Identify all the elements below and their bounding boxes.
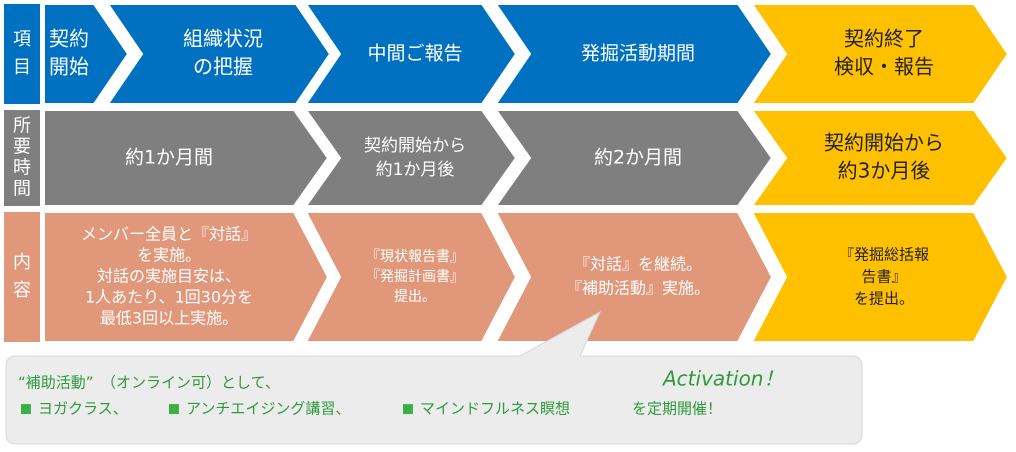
stage-arrow [304, 3, 518, 105]
stage-label: メンバー全員と『対話』 [81, 225, 257, 244]
row-header-box [4, 110, 40, 206]
stage-label: 『補助活動』実施。 [566, 279, 710, 298]
final-stage-arrow [750, 211, 1010, 343]
row-header-box [4, 212, 40, 342]
row-header-label: 容 [13, 280, 31, 301]
stage-label: 中間ご報告 [367, 43, 462, 65]
row-header-label: 所 [13, 116, 31, 137]
callout-item: マインドフルネス瞑想 [420, 400, 570, 418]
stage-label: の把握 [193, 55, 253, 79]
stage-arrow [494, 3, 774, 105]
stage-arrow [43, 3, 130, 105]
callout-tail: を定期開催！ [632, 400, 722, 418]
bullet-icon: ■ [402, 402, 414, 417]
stage-label: 提出。 [394, 289, 436, 305]
stage-label: 約2か月間 [594, 147, 682, 169]
callout-item: アンチエイジング講習、 [186, 400, 350, 418]
stage-label: を実施。 [137, 246, 201, 265]
stage-arrow [43, 109, 330, 207]
row-header-label: 要 [13, 137, 31, 158]
stage-arrow [304, 109, 518, 207]
stage-label: 『発掘総括報 [839, 246, 929, 264]
stage-arrow [43, 211, 330, 343]
stage-label: 約3か月後 [838, 159, 931, 183]
stage-label: 契約終了 [844, 27, 924, 51]
stage-label: 『発掘計画書』 [366, 269, 464, 285]
stage-arrow [304, 211, 518, 343]
stage-label: 対話の実施目安は、 [97, 267, 241, 286]
bullet-icon: ■ [20, 402, 32, 417]
stage-label: 開始 [49, 55, 89, 79]
row-header-box [4, 4, 40, 104]
bullet-icon: ■ [168, 402, 180, 417]
callout-bubble [5, 310, 863, 445]
stage-label: 契約開始から [364, 136, 466, 156]
stage-label: 告書』 [861, 268, 906, 286]
stage-label: 最低3回以上実施。 [100, 309, 238, 328]
stage-label: 契約開始から [824, 131, 944, 155]
stage-label: 検収・報告 [834, 55, 934, 79]
stage-arrow [494, 211, 774, 343]
stage-label: 契約 [49, 27, 89, 51]
stage-label: 組織状況 [183, 27, 263, 51]
callout-item: ヨガクラス、 [38, 400, 128, 418]
final-stage-arrow [750, 3, 1010, 105]
stage-arrow [494, 109, 774, 207]
stage-arrow [106, 3, 332, 105]
stage-label: 『対話』を継続。 [574, 255, 702, 274]
final-stage-arrow [750, 109, 1010, 207]
row-header-label: 間 [13, 179, 31, 200]
stage-label: 約1か月間 [125, 147, 213, 169]
activation-label: Activation！ [661, 367, 783, 391]
stage-label: 1人あたり、1回30分を [85, 288, 253, 307]
stage-label: を提出。 [854, 290, 914, 308]
row-header-label: 目 [13, 57, 31, 78]
stage-label: 発掘活動期間 [581, 43, 695, 65]
stage-label: 『現状報告書』 [366, 249, 464, 265]
stage-label: 約1か月後 [376, 160, 455, 180]
row-header-label: 項 [13, 29, 31, 50]
row-header-label: 内 [13, 252, 31, 273]
row-header-label: 時 [13, 158, 31, 179]
callout-line: “補助活動” （オンライン可）として、 [18, 374, 280, 392]
